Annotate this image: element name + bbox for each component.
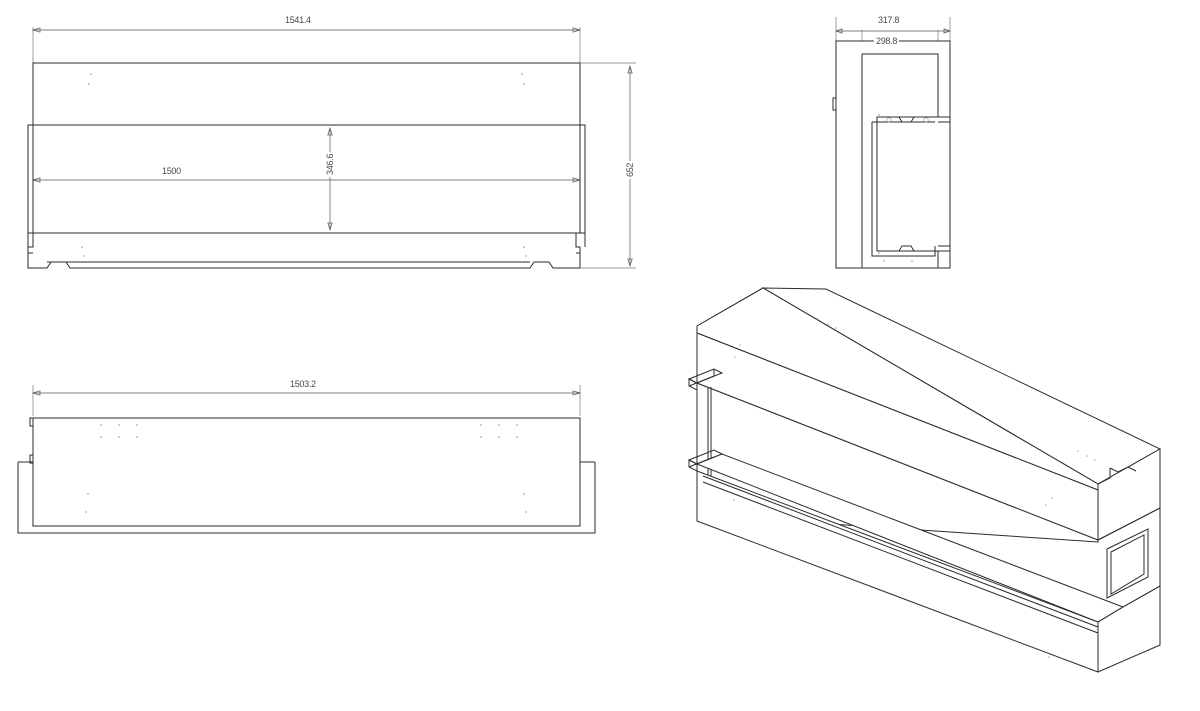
dim-plan-width: 1503.2 <box>288 379 318 389</box>
dim-overall-depth: 317.8 <box>876 15 902 25</box>
dim-overall-height: 652 <box>625 160 635 179</box>
dim-overall-width: 1541.4 <box>283 15 313 25</box>
isometric-view-geometry <box>689 288 1160 672</box>
front-view-geometry <box>28 27 636 268</box>
plan-view-geometry <box>18 385 595 533</box>
side-view-geometry <box>833 17 950 268</box>
dim-inner-width: 1500 <box>160 166 183 176</box>
dim-inner-depth: 298.8 <box>874 36 900 46</box>
dim-panel-height: 346.6 <box>325 151 335 177</box>
